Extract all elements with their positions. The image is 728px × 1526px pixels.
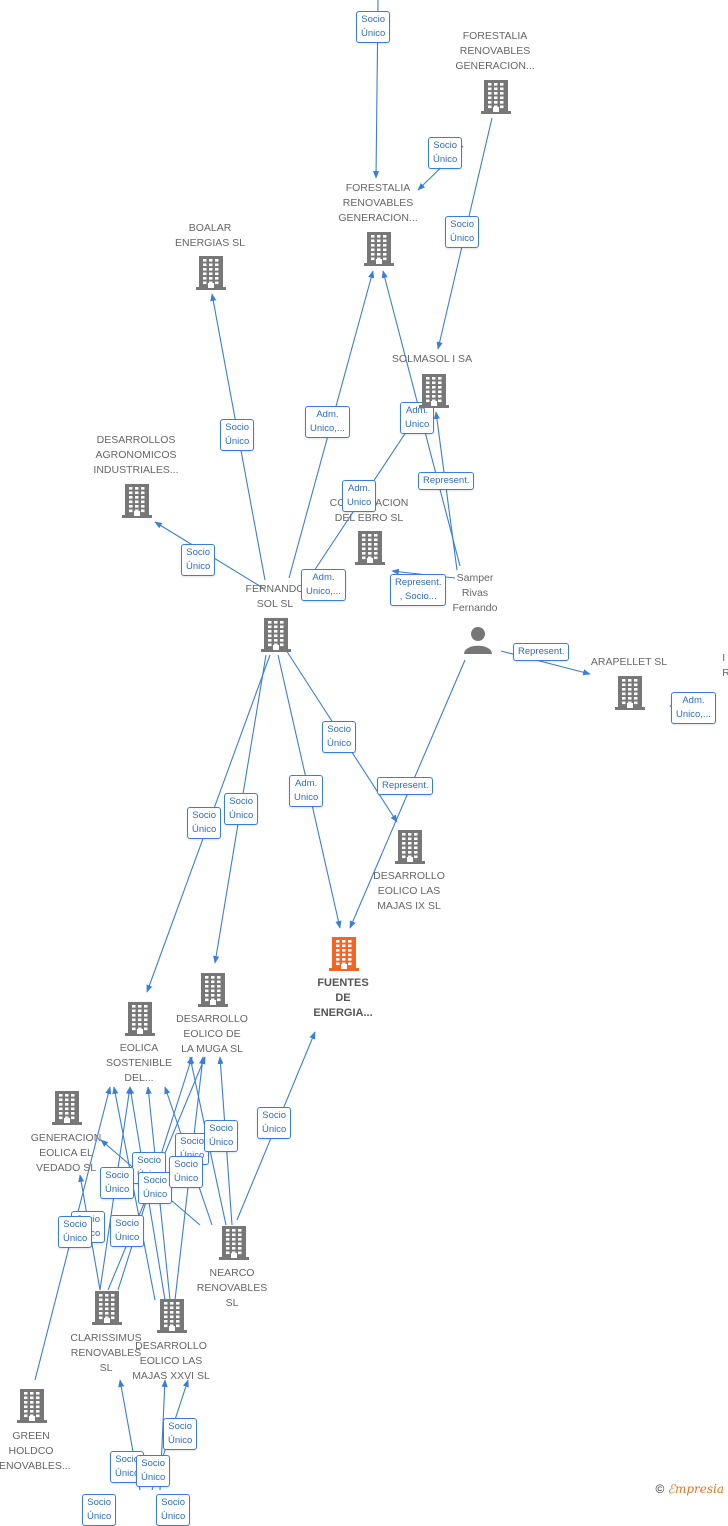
edge-badge[interactable]: Socio Único [110,1215,145,1247]
fuentes-de-energia-building-icon[interactable] [329,937,359,976]
brand-name: mpresia [674,1482,724,1496]
edge-badge[interactable]: Adm. Unico [289,775,324,807]
edge-badge[interactable]: Represent. , Socio... [390,574,447,606]
clarissimus-building-icon[interactable] [92,1291,122,1330]
arapellet-building-icon[interactable] [615,676,645,715]
node-label-offscreen-right[interactable]: I R [722,652,728,679]
forestalia-top-building-icon[interactable] [481,80,511,119]
edge-badge[interactable]: Socio Único [445,216,480,248]
desarrollo-muga-building-icon[interactable] [198,973,228,1012]
node-label-arapellet[interactable]: ARAPELLET SL [590,656,668,668]
edge-badge[interactable]: Socio Único [156,1494,191,1526]
edge-badge[interactable]: Adm. Unico,... [671,692,716,724]
edge-badge[interactable]: Represent. [418,472,475,490]
nearco-building-icon[interactable] [219,1226,249,1265]
edge-badge[interactable]: Represent. [513,643,570,661]
desarrollos-agronomicos-building-icon[interactable] [122,484,152,523]
node-label-forestalia-mid[interactable]: FORESTALIA RENOVABLES GENERACION... [338,182,418,224]
desarrollo-majas-ix-building-icon[interactable] [395,830,425,869]
generacion-vedado-building-icon[interactable] [52,1091,82,1130]
edge-badge[interactable]: Socio Único [224,793,259,825]
node-label-solmasol[interactable]: SOLMASOL I SA [391,353,473,365]
edge-badge[interactable]: Socio Único [138,1172,173,1204]
fernando-sol-building-icon[interactable] [261,618,291,657]
edge-badge[interactable]: Socio Único [428,137,463,169]
edge-badge[interactable]: Socio Único [187,807,222,839]
edge-badge[interactable]: Socio Único [322,721,357,753]
edge-badge[interactable]: Socio Único [356,11,391,43]
copyright-symbol: © [655,1482,665,1496]
desarrollo-majas-xxvi-building-icon[interactable] [157,1299,187,1338]
edge-badge[interactable]: Adm. Unico,... [305,406,350,438]
node-label-fernando-sol[interactable]: FERNANDO SOL SL [245,583,305,610]
edge-badge[interactable]: Socio Único [82,1494,117,1526]
edge-badge[interactable]: Socio Único [58,1216,93,1248]
edge-badge[interactable]: Socio Único [204,1120,239,1152]
edge-badge[interactable]: Adm. Unico [342,480,377,512]
edge-badge[interactable]: Socio Único [163,1418,198,1450]
boalar-building-icon[interactable] [196,256,226,295]
node-label-generacion-vedado[interactable]: GENERACION EOLICA EL VEDADO SL [30,1132,102,1174]
node-label-forestalia-top[interactable]: FORESTALIA RENOVABLES GENERACION... [455,30,535,72]
forestalia-mid-building-icon[interactable] [364,232,394,271]
node-label-green-holdco[interactable]: GREEN HOLDCO RENOVABLES... [0,1430,71,1472]
edge-badge[interactable]: Adm. Unico,... [301,569,346,601]
edge-badge[interactable]: Socio Único [257,1107,292,1139]
node-label-nearco[interactable]: NEARCO RENOVABLES SL [196,1267,268,1309]
cooperacion-ebro-building-icon[interactable] [355,531,385,570]
footer-brand: © ℰmpresia [655,1482,724,1496]
node-label-samper-rivas[interactable]: Samper Rivas Fernando [452,572,498,614]
relation-edge [433,411,458,571]
edge-badge[interactable]: Represent. [377,777,434,795]
node-label-desarrollo-muga[interactable]: DESARROLLO EOLICO DE LA MUGA SL [176,1013,248,1055]
node-label-boalar[interactable]: BOALAR ENERGIAS SL [174,222,246,249]
relation-edge [112,1086,156,1301]
node-label-desarrollos-agronomicos[interactable]: DESARROLLOS AGRONOMICOS INDUSTRIALES... [93,434,179,476]
node-label-eolica-sostenible[interactable]: EOLICA SOSTENIBLE DEL... [106,1042,172,1084]
brand-initial: ℰ [667,1482,675,1496]
edge-badge[interactable]: Socio Único [100,1167,135,1199]
edge-badge[interactable]: Socio Único [220,419,255,451]
green-holdco-building-icon[interactable] [17,1389,47,1428]
eolica-sostenible-building-icon[interactable] [125,1002,155,1041]
edge-badge[interactable]: Socio Único [181,544,216,576]
node-label-desarrollo-majas-xxvi[interactable]: DESARROLLO EOLICO LAS MAJAS XXVI SL [132,1340,210,1382]
node-label-clarissimus[interactable]: CLARISSIMUS RENOVABLES SL [70,1332,142,1374]
edge-badge[interactable]: Socio Único [169,1156,204,1188]
node-label-desarrollo-majas-ix[interactable]: DESARROLLO EOLICO LAS MAJAS IX SL [373,870,445,912]
edge-badge[interactable]: Socio Único [136,1455,171,1487]
solmasol-building-icon[interactable] [419,374,449,413]
samper-person-icon[interactable] [463,626,493,659]
node-label-fuentes-de-energia[interactable]: FUENTES DE ENERGIA... [313,977,373,1019]
